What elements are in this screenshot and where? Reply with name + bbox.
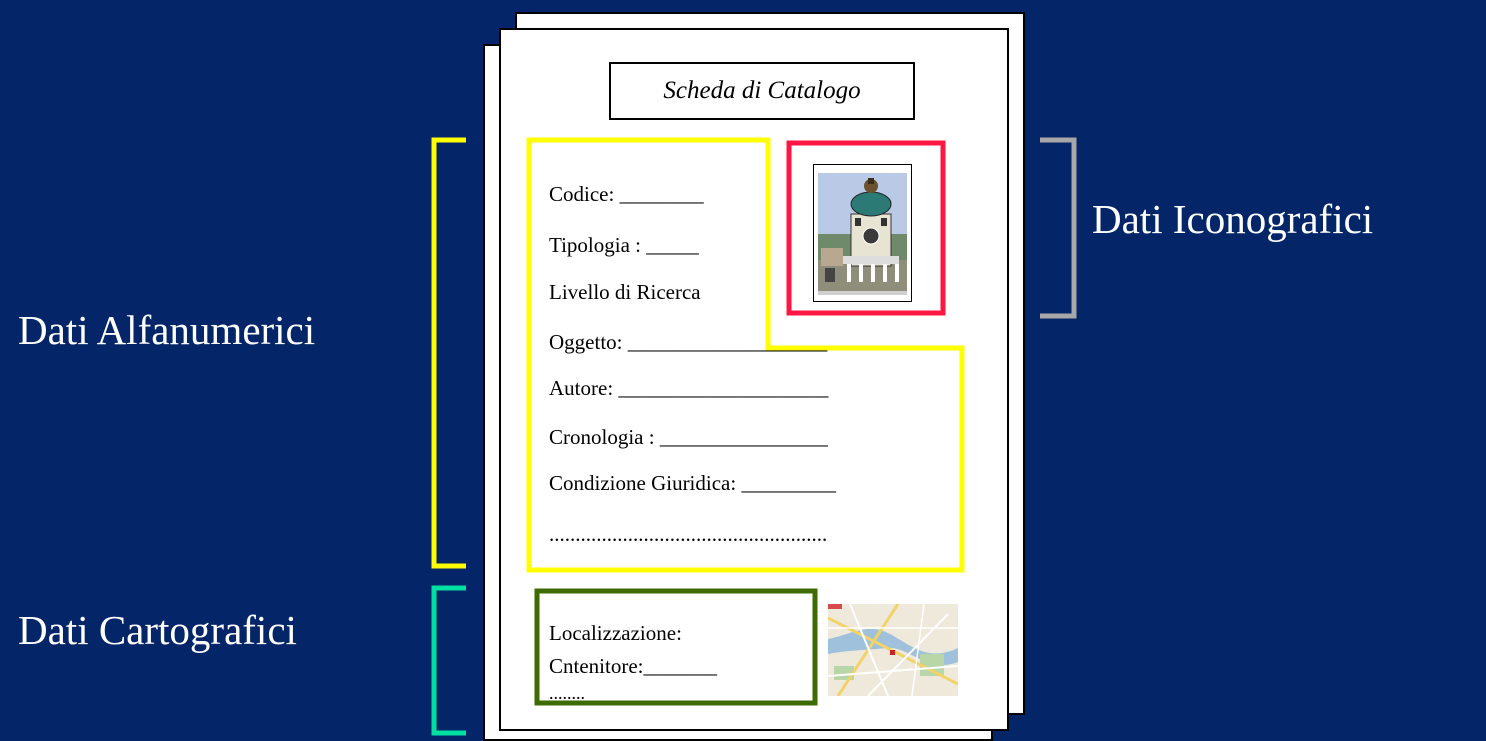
field-ellipsis: ........................................… [549, 522, 828, 546]
city-map-thumbnail-icon [828, 604, 958, 696]
field-oggetto: Oggetto: ___________________ [549, 330, 828, 354]
field-localizzazione: Localizzazione: [549, 621, 682, 645]
field-autore: Autore: ____________________ [549, 376, 829, 400]
field-livello-ricerca: Livello di Ricerca [549, 280, 701, 304]
field-condizione-giuridica: Condizione Giuridica: _________ [549, 471, 836, 495]
image-region [786, 140, 946, 316]
location-region [534, 588, 818, 706]
alfanumerici-bracket [431, 137, 466, 569]
field-tipologia: Tipologia : _____ [549, 233, 699, 257]
label-dati-alfanumerici: Dati Alfanumerici [18, 307, 316, 353]
field-cronologia: Cronologia : ________________ [549, 425, 828, 449]
field-location-ellipsis: ........ [549, 683, 585, 703]
label-dati-cartografici: Dati Cartografici [18, 607, 297, 653]
iconografici-bracket [1040, 137, 1077, 319]
label-dati-iconografici: Dati Iconografici [1092, 196, 1374, 242]
field-contenitore: Cntenitore:_______ [549, 654, 717, 678]
card-title: Scheda di Catalogo [609, 62, 915, 120]
building-thumbnail-icon [813, 164, 912, 302]
field-codice: Codice: ________ [549, 182, 704, 206]
alfanumerici-region [526, 137, 965, 573]
cartografici-bracket [431, 585, 466, 736]
